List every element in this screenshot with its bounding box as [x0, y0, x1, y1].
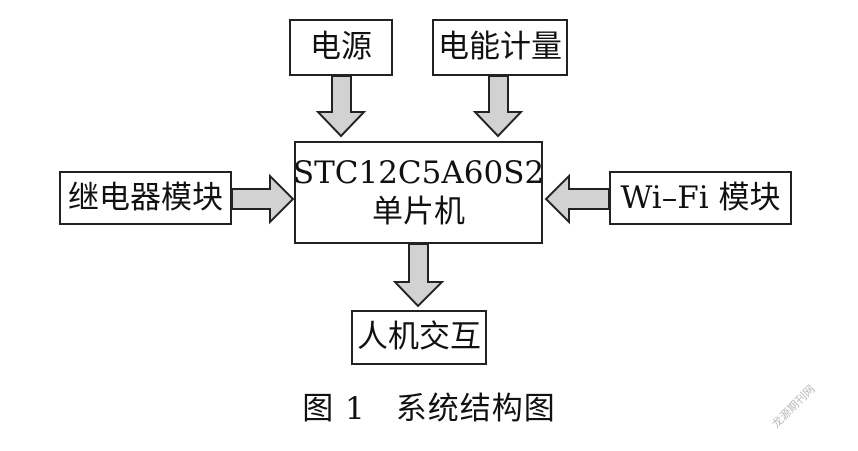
node-relay-module-label: 继电器模块 — [68, 179, 223, 216]
node-power: 电源 — [289, 19, 393, 76]
node-mcu: STC12C5A60S2 单片机 — [292, 141, 545, 244]
node-power-label: 电源 — [310, 29, 372, 66]
node-mcu-type-label: 单片机 — [372, 193, 465, 230]
node-energy-metering: 电能计量 — [432, 19, 568, 76]
arrow-mcu-to-hmi — [392, 243, 445, 308]
arrow-wifi-to-mcu — [544, 173, 610, 225]
node-wifi-module: Wi–Fi 模块 — [609, 171, 792, 225]
node-wifi-module-label: Wi–Fi 模块 — [620, 179, 781, 216]
arrow-power-to-mcu — [315, 75, 367, 138]
arrow-relay-to-mcu — [231, 173, 295, 225]
figure-caption: 图 1 系统结构图 — [0, 383, 858, 428]
node-human-machine-interaction: 人机交互 — [351, 310, 487, 365]
node-energy-metering-label: 电能计量 — [438, 29, 562, 66]
arrow-meter-to-mcu — [472, 75, 524, 138]
figure-title: 系统结构图 — [395, 391, 556, 427]
node-mcu-model-label: STC12C5A60S2 — [292, 154, 545, 191]
figure-number: 图 1 — [302, 391, 366, 427]
node-relay-module: 继电器模块 — [59, 171, 232, 225]
node-human-machine-interaction-label: 人机交互 — [357, 319, 481, 356]
